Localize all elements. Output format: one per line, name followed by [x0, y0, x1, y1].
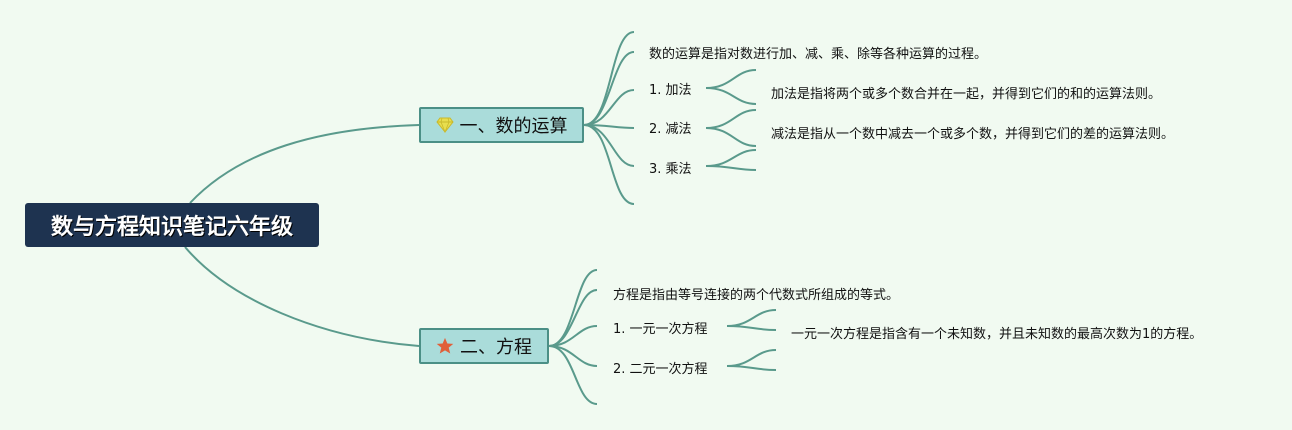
star-icon: [436, 337, 454, 355]
branch-description: 方程是指由等号连接的两个代数式所组成的等式。: [613, 288, 900, 303]
branch-description: 数的运算是指对数进行加、减、乘、除等各种运算的过程。: [649, 47, 988, 62]
branch-title: 一、数的运算: [459, 116, 568, 137]
branch-number-operations[interactable]: 一、数的运算: [419, 107, 584, 143]
branch-title: 二、方程: [460, 337, 532, 358]
addition-description: 加法是指将两个或多个数合并在一起，并得到它们的和的运算法则。: [771, 87, 1162, 102]
topic-linear-equation-two-var[interactable]: 2. 二元一次方程: [613, 362, 708, 377]
root-title: 数与方程知识笔记六年级: [50, 215, 293, 240]
diamond-icon: [435, 117, 454, 133]
linear-equation-one-var-description: 一元一次方程是指含有一个未知数，并且未知数的最高次数为1的方程。: [791, 327, 1203, 342]
topic-multiplication[interactable]: 3. 乘法: [649, 162, 692, 177]
topic-linear-equation-one-var[interactable]: 1. 一元一次方程: [613, 322, 708, 337]
topic-addition[interactable]: 1. 加法: [649, 83, 692, 98]
branch-equations[interactable]: 二、方程: [419, 328, 549, 364]
topic-subtraction[interactable]: 2. 减法: [649, 122, 692, 137]
subtraction-description: 减法是指从一个数中减去一个或多个数，并得到它们的差的运算法则。: [771, 127, 1175, 142]
root-topic[interactable]: 数与方程知识笔记六年级: [25, 203, 319, 247]
